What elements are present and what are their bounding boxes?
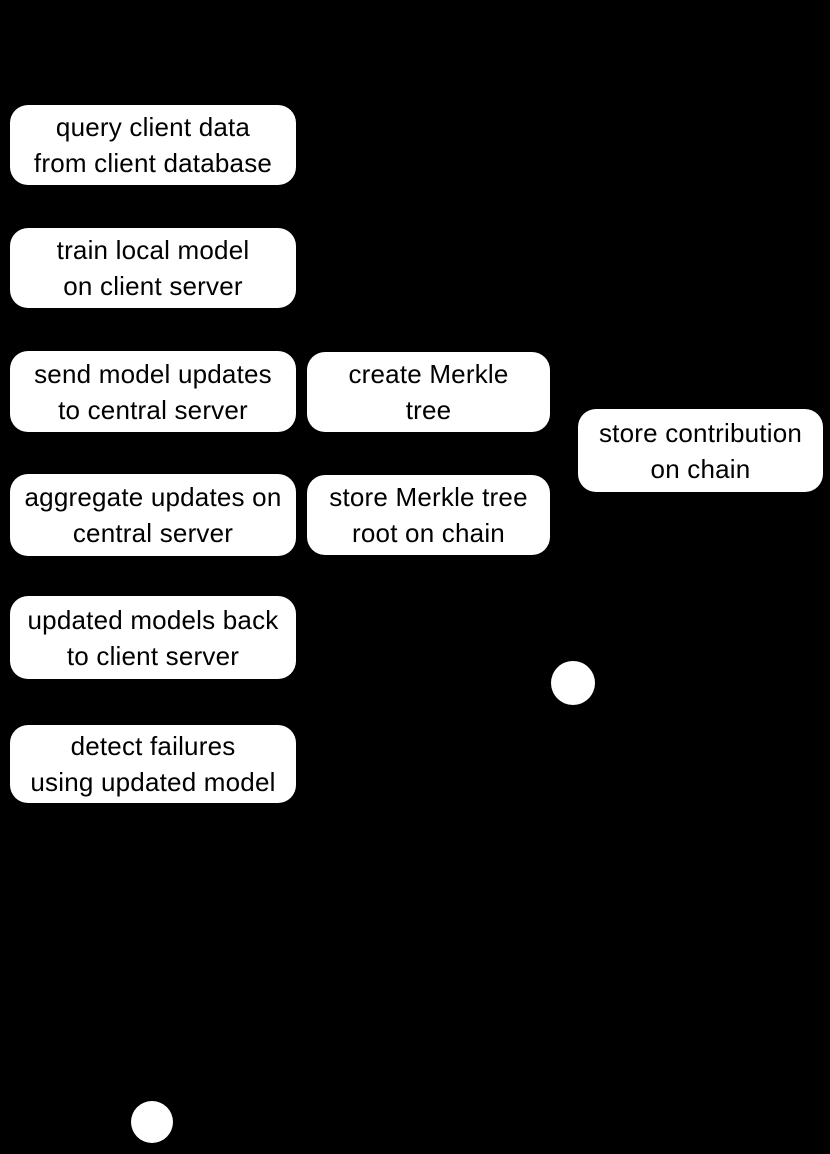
terminal-circle-icon <box>551 661 595 705</box>
activity-node-create-merkle-tree: create Merkle tree <box>307 352 550 432</box>
node-text-line: central server <box>72 518 234 548</box>
node-text-line: to client server <box>66 640 240 671</box>
activity-node-send-model-updates: send model updates to central server <box>10 351 296 432</box>
terminal-circle-icon <box>131 1101 173 1143</box>
activity-node-store-merkle-root: store Merkle tree root on chain <box>307 475 550 555</box>
node-text-line: on client server <box>63 271 243 301</box>
node-text-line: to central server <box>58 394 248 425</box>
node-text-line: query client data <box>55 112 251 142</box>
node-text-line: send model updates <box>34 358 272 389</box>
activity-node-detect-failures: detect failures using updated model <box>10 725 296 803</box>
node-text-line: aggregate updates on <box>24 482 282 512</box>
node-text-line: store contribution <box>598 417 803 448</box>
node-text-line: tree <box>405 395 452 425</box>
node-text-line: detect failures <box>70 731 236 761</box>
node-text-line: using updated model <box>30 767 276 797</box>
node-text-line: root on chain <box>352 518 505 548</box>
node-text-line: train local model <box>56 235 250 265</box>
activity-node-aggregate-updates: aggregate updates on central server <box>10 474 296 556</box>
node-text-line: on chain <box>650 453 751 484</box>
node-text-line: create Merkle <box>348 359 509 389</box>
activity-node-query-client-data: query client data from client database <box>10 105 296 185</box>
node-text-line: updated models back <box>27 604 279 635</box>
activity-node-updated-models-back: updated models back to client server <box>10 596 296 679</box>
node-text-line: store Merkle tree <box>329 482 528 512</box>
activity-node-store-contribution: store contribution on chain <box>578 409 823 492</box>
node-text-line: from client database <box>33 148 273 178</box>
activity-node-train-local-model: train local model on client server <box>10 228 296 308</box>
